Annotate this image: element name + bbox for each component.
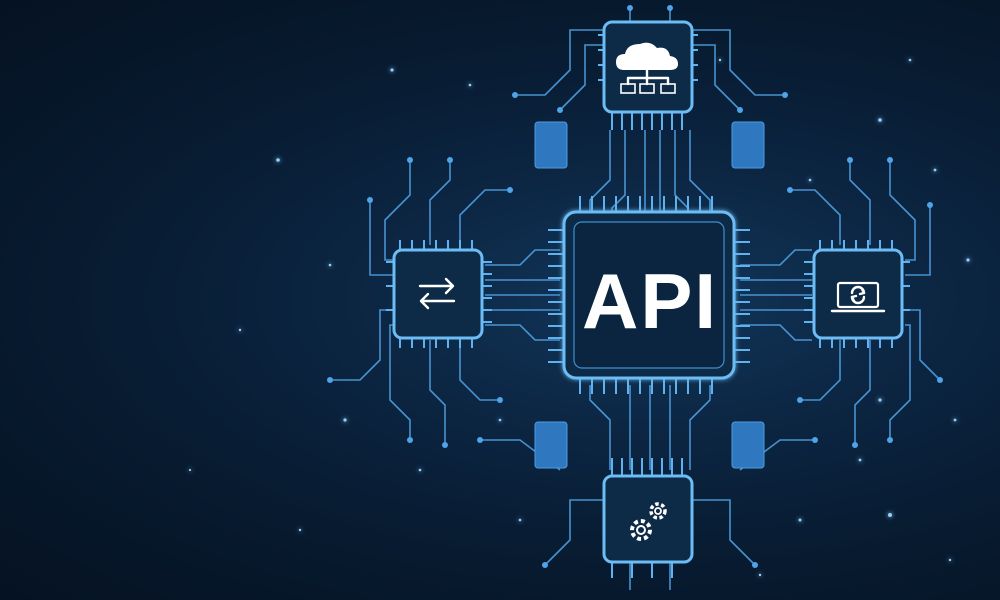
circuit-pads bbox=[534, 121, 765, 469]
api-chip bbox=[548, 196, 750, 394]
cloud-network-icon bbox=[616, 42, 678, 94]
transfer-arrows-icon bbox=[418, 277, 456, 310]
api-label: API bbox=[581, 257, 719, 345]
trace-nodes bbox=[327, 5, 943, 568]
gears-icon bbox=[630, 502, 667, 541]
background-particles bbox=[188, 58, 970, 577]
gears-chip bbox=[602, 458, 694, 578]
laptop-chip bbox=[804, 240, 910, 348]
laptop-sync-icon bbox=[830, 281, 886, 313]
transfer-chip bbox=[386, 240, 492, 348]
cloud-chip bbox=[598, 20, 698, 130]
